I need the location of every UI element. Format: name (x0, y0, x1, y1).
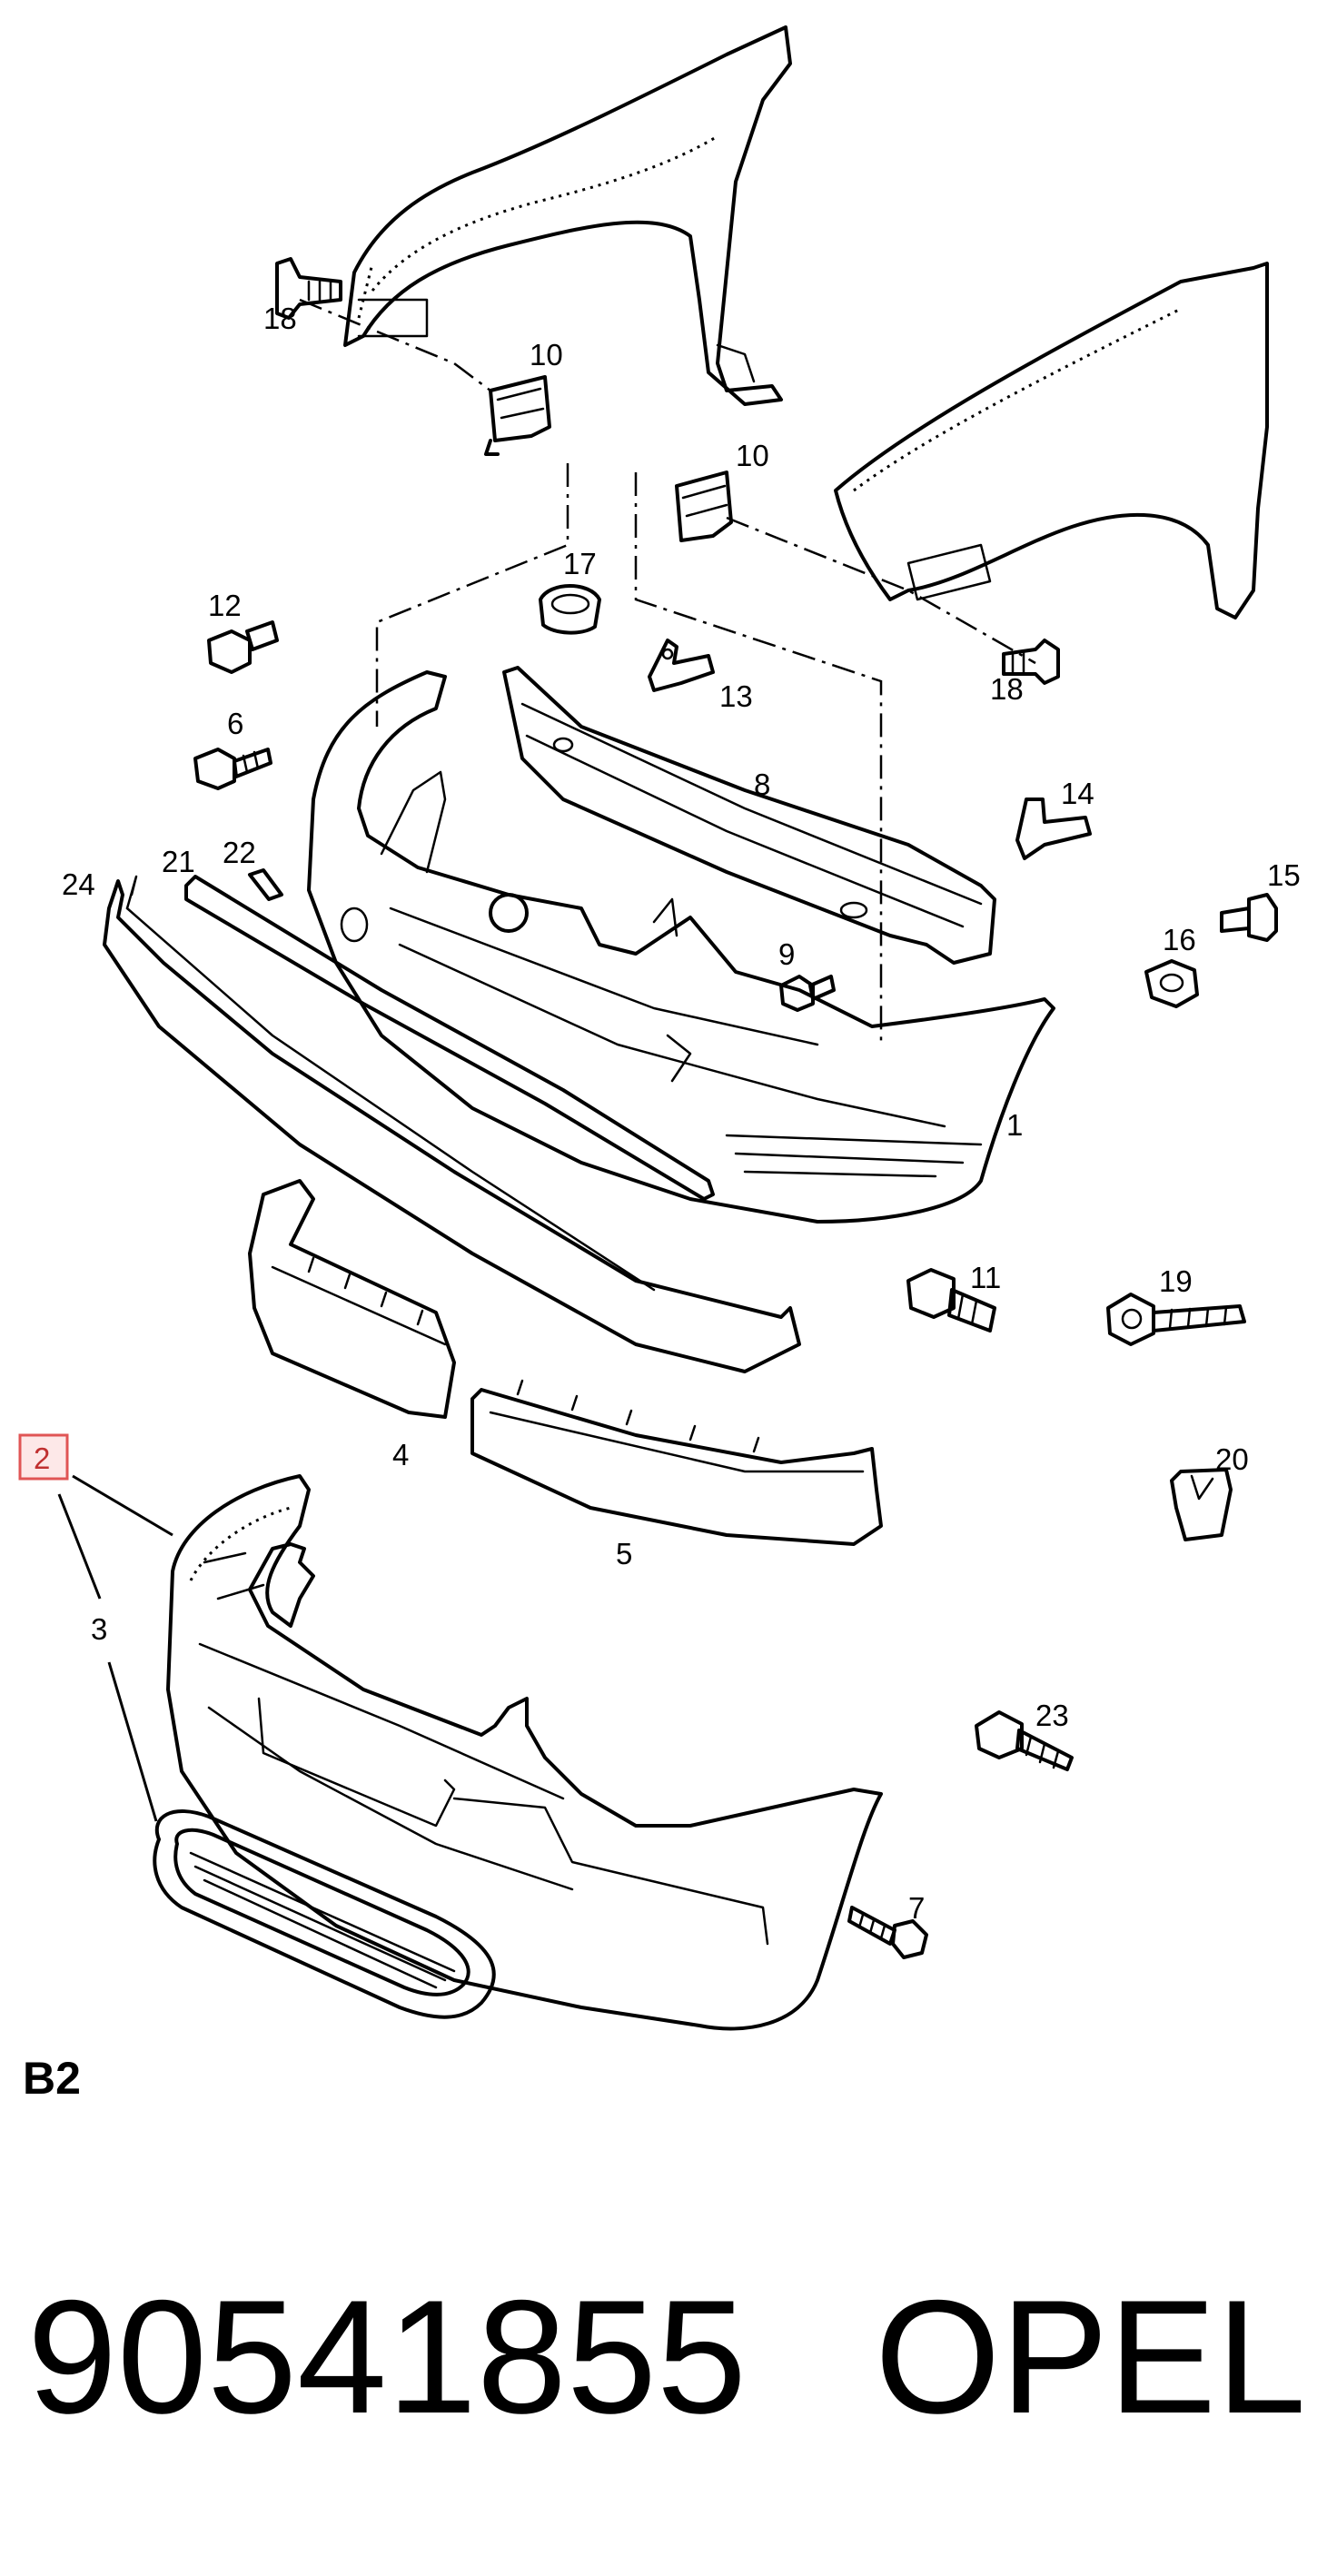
reinforcement-8 (502, 666, 996, 965)
callout-3: 3 (91, 1612, 107, 1646)
bumper-assembly-2 (166, 1474, 883, 2031)
callout-13: 13 (719, 679, 753, 713)
screw-23 (975, 1710, 1074, 1771)
screw-6 (193, 748, 272, 790)
clip-22 (248, 868, 283, 901)
clip-17 (539, 584, 601, 635)
bolt-12 (207, 620, 279, 674)
screw-7 (847, 1906, 928, 1959)
lower-molding-24 (103, 875, 801, 1373)
bolt-19 (1106, 1293, 1246, 1346)
callout-18a: 18 (263, 302, 297, 335)
callout-12: 12 (208, 589, 242, 622)
callout-17: 17 (563, 547, 597, 580)
callout-9: 9 (778, 937, 795, 971)
molding-strip-21 (184, 875, 715, 1201)
bolt-11 (906, 1268, 996, 1333)
grille-insert-4 (248, 1179, 456, 1419)
callout-22: 22 (223, 836, 256, 869)
dash-line-18a (299, 298, 491, 391)
callout-18b: 18 (990, 672, 1024, 706)
callout-1: 1 (1006, 1108, 1023, 1142)
dash-line-10a (375, 463, 569, 727)
callout-19: 19 (1159, 1264, 1193, 1298)
callout-4: 4 (392, 1438, 409, 1471)
callout-14: 14 (1061, 777, 1094, 810)
section-label: B2 (23, 2053, 81, 2104)
bracket-10-left (484, 375, 551, 456)
leader-lines (57, 1474, 173, 1822)
clip-20 (1170, 1468, 1233, 1541)
grille-3 (153, 1809, 496, 2019)
part-footer: 90541855 OPEL (27, 2253, 1317, 2462)
callout-10b: 10 (736, 439, 769, 472)
callout-5: 5 (616, 1537, 632, 1570)
bolt-18-left (275, 257, 342, 320)
callout-20: 20 (1215, 1442, 1249, 1476)
callout-16: 16 (1163, 923, 1196, 956)
bracket-14 (1015, 798, 1092, 860)
bracket-10-right (675, 471, 733, 542)
callout-10a: 10 (530, 338, 563, 372)
callout-23: 23 (1035, 1699, 1069, 1732)
callout-24: 24 (62, 867, 95, 901)
callout-2-highlight (18, 1433, 69, 1481)
dash-line-10b (634, 472, 883, 1045)
callout-6: 6 (227, 707, 243, 740)
callout-7: 7 (908, 1891, 925, 1925)
right-fender (834, 262, 1269, 619)
nut-16 (1144, 959, 1199, 1008)
bolt-15 (1220, 893, 1278, 942)
brand-name: OPEL (875, 2266, 1306, 2447)
left-fender (343, 25, 792, 406)
exploded-parts-diagram: 18 10 10 17 12 13 18 6 8 14 15 21 22 24 … (18, 25, 1301, 2104)
bolt-18-right (1002, 639, 1060, 685)
callout-2: 2 (34, 1442, 50, 1475)
callout-15: 15 (1267, 858, 1301, 892)
callout-21: 21 (162, 845, 195, 878)
dash-line-18b (726, 516, 1036, 665)
callout-8: 8 (754, 768, 770, 801)
bracket-13 (648, 639, 715, 692)
callout-11: 11 (970, 1261, 1001, 1294)
grille-insert-5 (470, 1379, 883, 1546)
part-number: 90541855 (27, 2266, 747, 2447)
bumper-cover-1 (307, 670, 1055, 1224)
